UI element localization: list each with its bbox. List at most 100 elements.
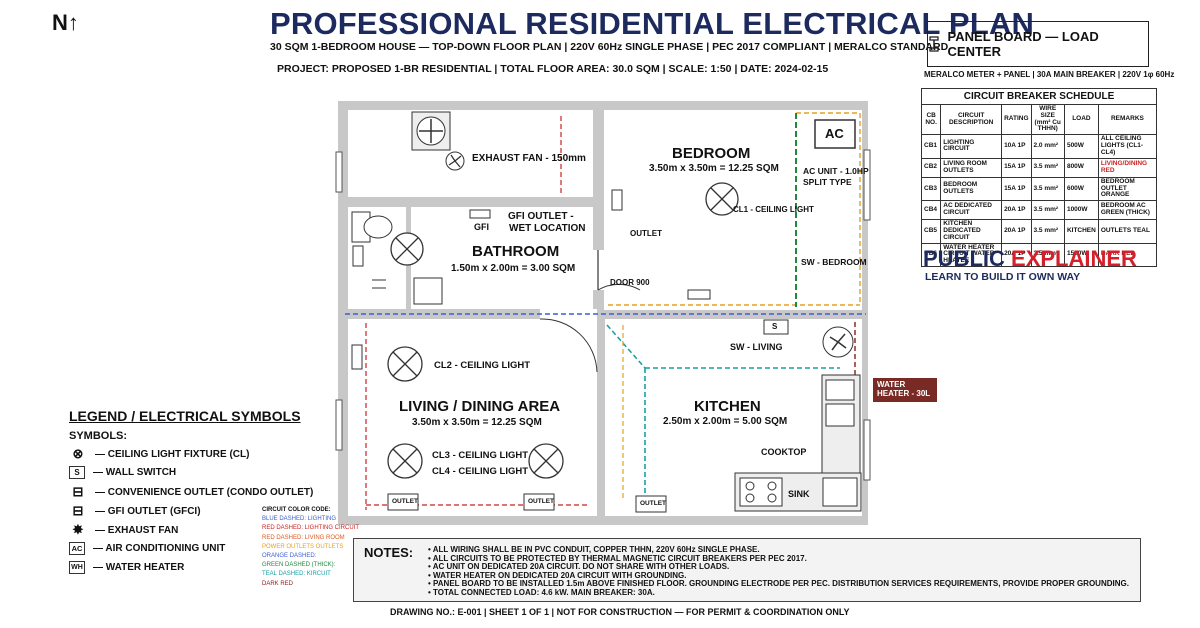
outlet-icon <box>352 245 364 267</box>
outlet-icon <box>351 344 363 370</box>
door-swing <box>597 283 641 291</box>
living-name: LIVING / DINING AREA <box>399 398 561 415</box>
exhaust-fan-icon <box>419 119 443 143</box>
table-cell: 3.5 mm² <box>1030 176 1065 202</box>
note-item: • AC UNIT ON DEDICATED 20A CIRCUIT. DO N… <box>428 562 730 571</box>
legend-item: AC— AIR CONDITIONING UNIT <box>69 542 225 555</box>
brand-tagline: LEARN TO BUILD IT OWN WAY <box>925 271 1081 283</box>
table-cell: 500W <box>1063 134 1099 159</box>
note-item: • TOTAL CONNECTED LOAD: 4.6 kW. MAIN BRE… <box>428 587 655 597</box>
ac-unit-icon: AC <box>69 542 85 555</box>
table-cell: BEDROOM OUTLET ORANGE <box>1097 176 1158 202</box>
burner-icon <box>767 481 777 491</box>
wet-location-label: WET LOCATION <box>509 223 586 234</box>
toilet-bowl <box>363 215 393 239</box>
kitchen-outlet-label: OUTLET <box>640 500 666 507</box>
cl4-label: CL4 - CEILING LIGHT <box>432 466 529 477</box>
living-outlet-label: OUTLET <box>392 498 418 505</box>
legend-item: ✸ — EXHAUST FAN <box>69 522 179 537</box>
bathroom-name: BATHROOM <box>472 243 560 260</box>
sink-icon <box>822 477 858 507</box>
legend-item: ⊟— CONVENIENCE OUTLET (CONDO OUTLET) <box>69 484 314 499</box>
table-cell: DARK RED <box>1097 242 1158 268</box>
burner-icon <box>745 493 755 503</box>
kitchen-circuit-line <box>606 324 646 369</box>
outlet-icon <box>523 493 555 511</box>
table-cell: CB3 <box>920 176 942 202</box>
brand-word-2: EXPLAINER <box>1011 246 1137 271</box>
legend-label: — WATER HEATER <box>93 562 185 573</box>
color-code-item: POWER OUTLETS OUTLETS <box>262 543 344 550</box>
burner-icon <box>767 493 777 503</box>
project-info: PROJECT: PROPOSED 1-BR RESIDENTIAL | TOT… <box>277 63 829 75</box>
outlet-icon <box>611 189 623 211</box>
ac-symbol-label: AC <box>825 126 844 141</box>
bathroom-sink <box>413 277 443 305</box>
water-heater-icon <box>825 379 855 401</box>
sw-bedroom-label: SW - BEDROOM <box>801 257 867 267</box>
schedule-header: REMARKS <box>1097 103 1158 136</box>
brand-logo: PUBLIC EXPLAINER <box>923 246 1137 272</box>
circuit-color-code: CIRCUIT COLOR CODE: BLUE DASHED: LIGHTIN… <box>262 506 359 589</box>
ceiling-light-icon: ⊗ <box>72 446 84 461</box>
exhaust-fan-label: EXHAUST FAN - 150mm <box>472 153 586 164</box>
gfi-label: GFI <box>474 222 489 232</box>
switch-s-label: S <box>772 322 778 331</box>
split-type-label: SPLIT TYPE <box>803 177 852 187</box>
exhaust-corridor <box>348 110 593 197</box>
ceiling-light-icon <box>710 187 734 211</box>
outlet-icon <box>687 289 711 300</box>
schedule-header: CIRCUIT DESCRIPTION <box>940 103 1003 136</box>
notes-box: NOTES: • ALL WIRING SHALL BE IN PVC COND… <box>353 538 1141 602</box>
legend-item: WH — WATER HEATER <box>69 561 184 574</box>
panel-board-icon <box>929 36 939 52</box>
cl1-label: CL1 - CEILING LIGHT <box>733 205 814 214</box>
note-item: • ALL WIRING SHALL BE IN PVC CONDUIT, CO… <box>428 545 760 554</box>
drawing-footer: DRAWING NO.: E-001 | SHEET 1 OF 1 | NOT … <box>390 607 850 617</box>
water-heater-label: WATER HEATER - 30L <box>873 378 937 402</box>
panel-board-subtitle: MERALCO METER + PANEL | 30A MAIN BREAKER… <box>924 70 1175 79</box>
sw-living-label: SW - LIVING <box>730 342 783 352</box>
bedroom-outlet-label: OUTLET <box>630 229 662 238</box>
wall-switch-icon: S <box>69 466 85 479</box>
table-cell: BEDROOM AC GREEN (THICK) <box>1097 200 1158 221</box>
outlet-icon <box>635 495 667 513</box>
ceiling-light-icon <box>392 448 418 474</box>
brand-word-1: PUBLIC <box>923 246 1005 271</box>
shower-fixture <box>372 279 386 289</box>
outlet-icon <box>387 493 419 511</box>
table-cell: ALL CEILING LIGHTS (CL1-CL4) <box>1097 134 1158 159</box>
bathroom-size: 1.50m x 2.00m = 3.00 SQM <box>451 263 576 274</box>
water-heater-icon: WH <box>69 561 85 574</box>
ceiling-light-icon <box>533 448 559 474</box>
legend-label: — CEILING LIGHT FIXTURE (CL) <box>95 448 250 460</box>
plan-title: PROFESSIONAL RESIDENTIAL ELECTRICAL PLAN <box>270 6 1035 41</box>
exhaust-fan-icon: ✸ <box>72 522 84 537</box>
outlet-icon: ⊟ <box>72 484 84 499</box>
wall-switch-icon <box>763 319 789 335</box>
table-cell: OUTLETS TEAL <box>1097 219 1158 244</box>
door-label: DOOR 900 <box>610 278 650 287</box>
living-outlet-label: OUTLET <box>528 498 554 505</box>
burner-icon <box>745 481 755 491</box>
schedule-title: CIRCUIT BREAKER SCHEDULE <box>921 88 1157 104</box>
panel-board-box: PANEL BOARD — LOAD CENTER <box>927 21 1149 67</box>
gfi-outlet-label: GFI OUTLET - <box>508 211 574 222</box>
legend-item: S— WALL SWITCH <box>69 466 176 479</box>
table-cell: 15A 1P <box>1001 176 1032 202</box>
window <box>863 419 871 481</box>
note-item: • ALL CIRCUITS TO BE PROTECTED BY THERMA… <box>428 553 807 563</box>
circuit-breaker-schedule: CIRCUIT BREAKER SCHEDULE CB NO. CIRCUIT … <box>920 88 1158 268</box>
color-code-item: GREEN DASHED (THICK): <box>262 562 336 569</box>
table-cell: CB1 <box>920 134 942 159</box>
legend-label: — EXHAUST FAN <box>95 524 179 536</box>
legend-title: LEGEND / ELECTRICAL SYMBOLS <box>69 408 301 424</box>
legend-item: ⊗ — CEILING LIGHT FIXTURE (CL) <box>69 446 250 461</box>
gfi-outlet-icon <box>469 209 491 219</box>
cooktop-icon <box>739 477 783 507</box>
color-code-item: DARK RED <box>262 580 294 587</box>
